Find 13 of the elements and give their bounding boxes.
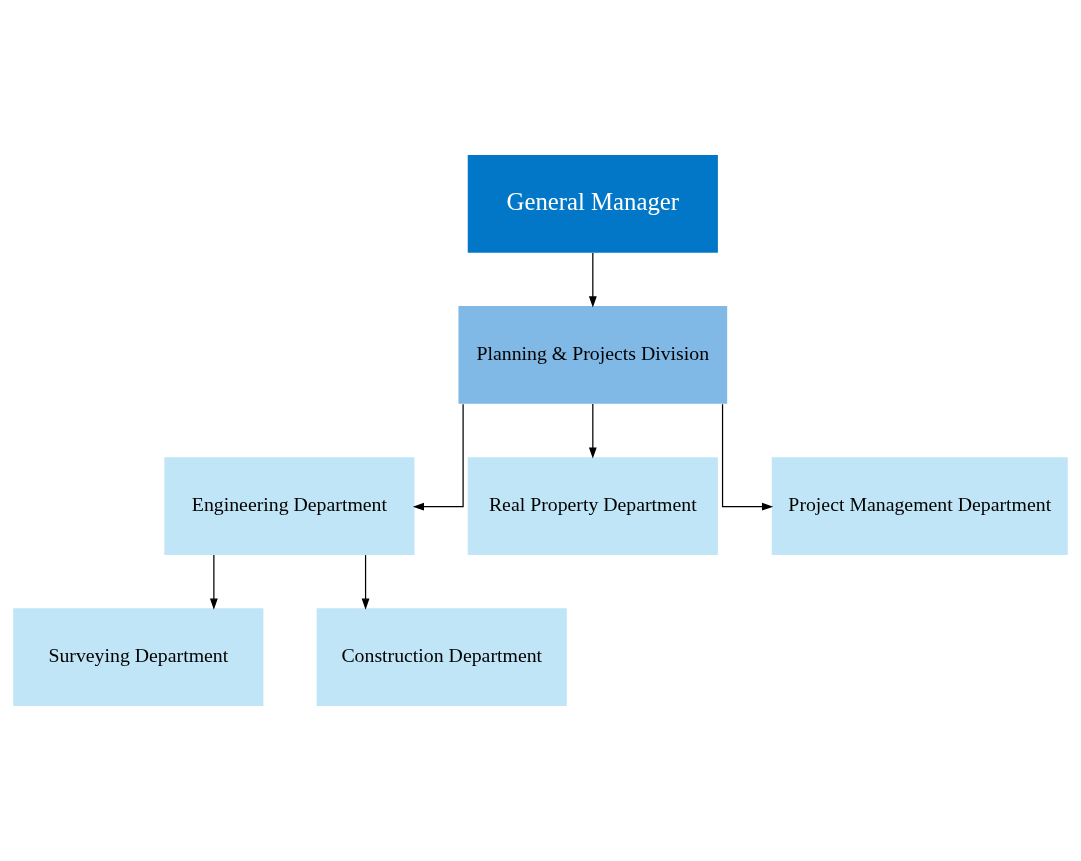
arrow — [588, 252, 597, 308]
node-box: Construction Department — [316, 608, 567, 707]
arrow — [361, 554, 370, 610]
node-box: Project Management Department — [771, 457, 1068, 555]
arrow — [209, 554, 218, 610]
arrow — [588, 403, 597, 459]
node-box: General Manager — [467, 154, 718, 253]
node-box: Engineering Department — [164, 457, 415, 555]
arrow — [412, 403, 464, 511]
node-box: Real Property Department — [467, 457, 718, 555]
arrow — [721, 403, 774, 511]
node-box: Surveying Department — [13, 608, 264, 707]
node-box: Planning & Projects Division — [458, 306, 728, 404]
